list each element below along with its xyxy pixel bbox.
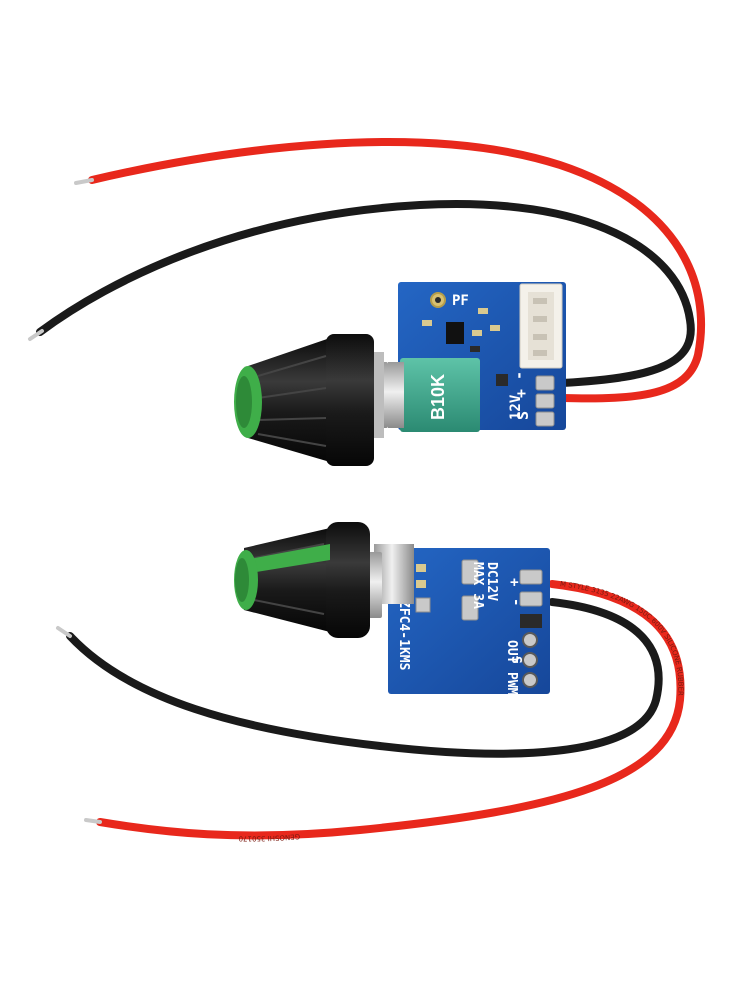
bottom-black-wire (66, 598, 663, 758)
top-label-s: S (514, 411, 532, 420)
top-black-wire-tip (28, 329, 44, 341)
bottom-knob[interactable] (234, 522, 370, 638)
top-red-wire-tip (74, 178, 94, 185)
bottom-red-wire-tip (84, 818, 102, 824)
top-knob[interactable] (234, 334, 374, 466)
top-speed-controller: PF 12V - + S B10K (28, 138, 705, 466)
bottom-label-out: OUT (504, 640, 519, 664)
bottom-label-s: S (508, 656, 523, 664)
top-label-minus: - (510, 371, 528, 380)
top-solder-pads (496, 374, 555, 427)
top-pot-marking: B10K (428, 374, 448, 420)
top-label-plus: + (512, 389, 530, 398)
top-ic-chip (446, 322, 464, 344)
wire-print-line1: M STYLE 3135 22AWG 150C 600V SILICONE RU… (560, 580, 685, 696)
bottom-label-plus: + (506, 578, 522, 586)
bottom-pcb-board (388, 548, 550, 694)
bottom-label-model: ZFC4-1KMS (396, 600, 411, 671)
top-black-wire (36, 200, 695, 387)
top-label-12v: 12V (508, 394, 524, 420)
top-label-pf: PF (452, 293, 469, 309)
bottom-black-wire-tip (56, 626, 72, 638)
top-red-wire (88, 138, 705, 403)
bottom-label-dc12v: DC12V (484, 562, 499, 601)
bottom-solder-pads (415, 559, 543, 688)
bottom-knob-green-band (244, 544, 330, 574)
bottom-label-max3a: MAX 3A (470, 562, 485, 609)
top-fan-connector (519, 283, 563, 369)
bottom-speed-controller: M STYLE 3135 22AWG 150C 600V SILICONE RU… (56, 522, 685, 842)
wire-print-line2: GENOSHI 350170 (239, 832, 301, 842)
top-pot-body (400, 358, 480, 432)
bottom-red-wire (96, 580, 685, 840)
bottom-label-minus: - (508, 598, 524, 606)
bottom-label-pwm: PWM (504, 672, 519, 696)
